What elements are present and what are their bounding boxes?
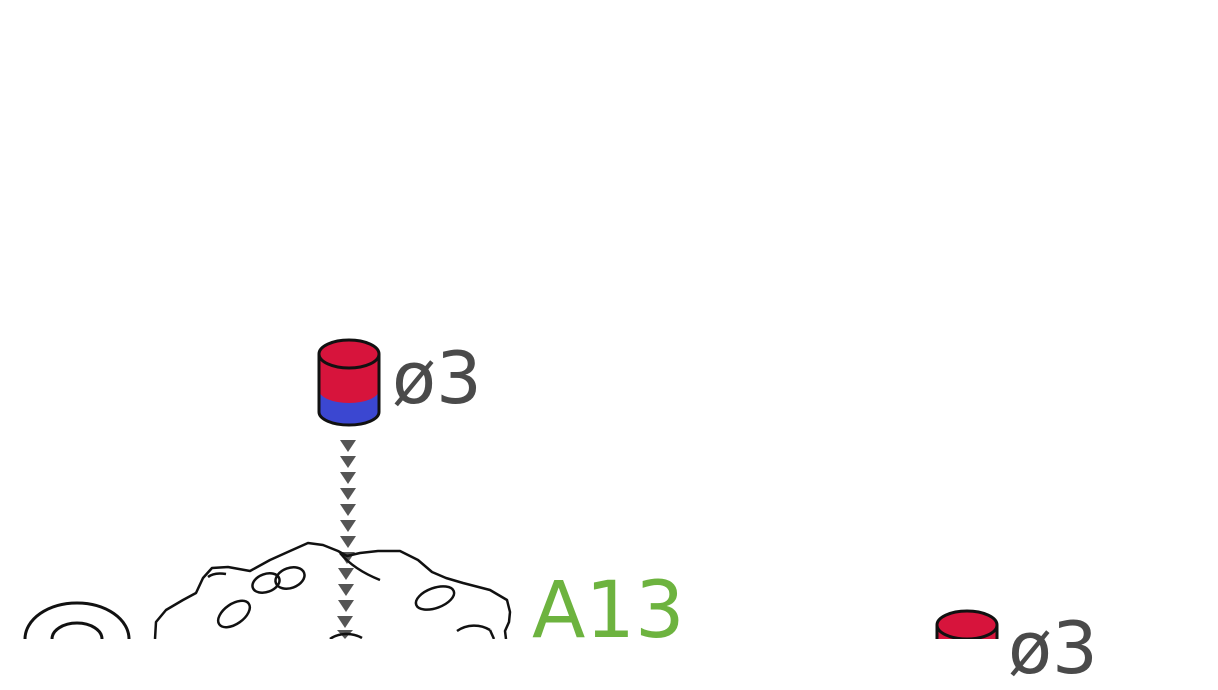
- magnet-1-top-face: [317, 338, 381, 370]
- magnet-2: [935, 609, 999, 639]
- insert-arrow: [337, 440, 356, 639]
- ring-marker: [23, 601, 131, 639]
- assembly-diagram: [23, 338, 999, 639]
- magnet-1-outline: [317, 354, 381, 427]
- magnet-2-diameter-label: ø3: [1008, 606, 1098, 690]
- magnet-1: [317, 338, 381, 427]
- terrain-outline: [153, 541, 512, 639]
- magnet-2-top-face: [935, 609, 999, 639]
- terrain-piece: [153, 541, 512, 639]
- part-id-label: A13: [532, 566, 685, 656]
- magnet-1-diameter-label: ø3: [392, 336, 482, 420]
